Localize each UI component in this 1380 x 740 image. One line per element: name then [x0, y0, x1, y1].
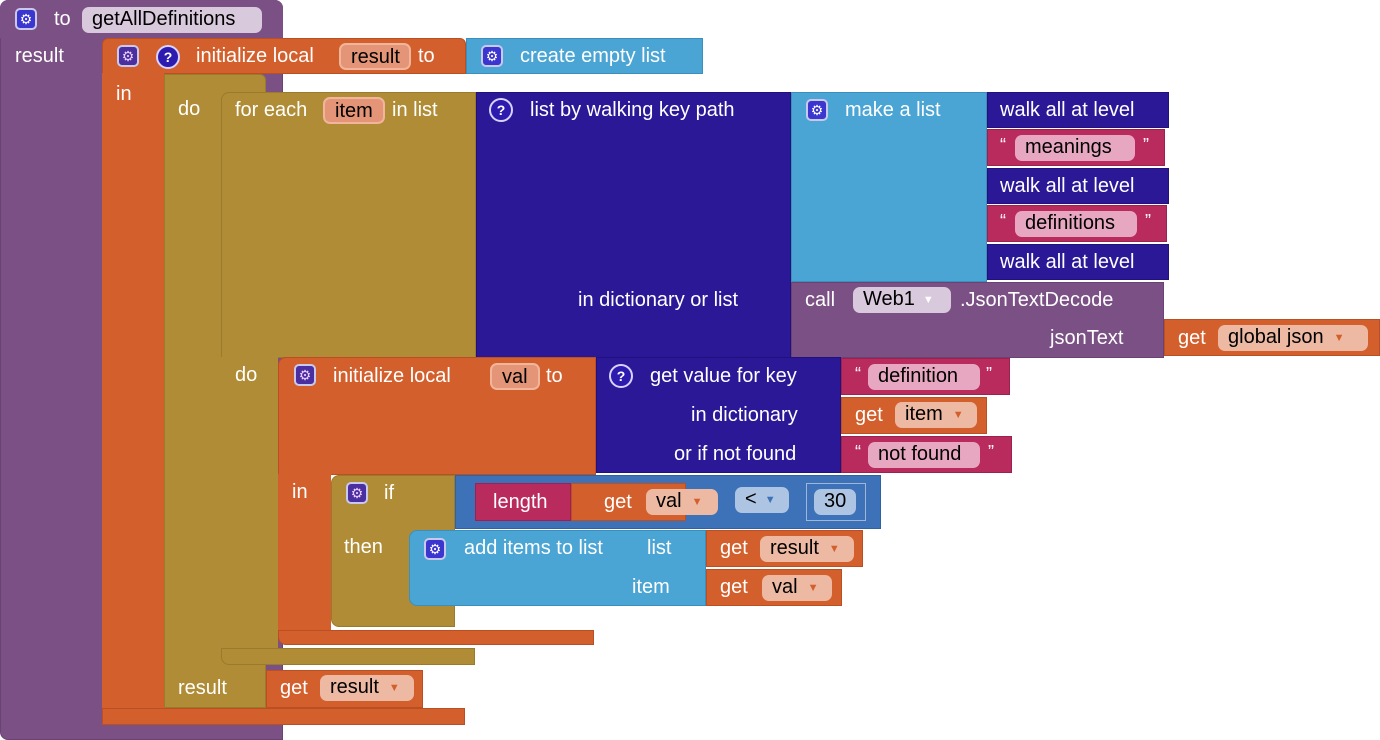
add-items-label: add items to list	[464, 537, 603, 559]
then-label: then	[344, 536, 383, 558]
make-a-list-label: make a list	[845, 99, 941, 121]
get-label: get	[280, 677, 308, 699]
gear-icon[interactable]: ⚙	[424, 538, 446, 560]
add-items-to-list-block[interactable]	[409, 530, 706, 606]
gear-icon[interactable]: ⚙	[346, 482, 368, 504]
get-item-dropdown[interactable]: item▼	[895, 402, 977, 428]
method-label: .JsonTextDecode	[960, 289, 1114, 311]
gear-icon[interactable]: ⚙	[294, 364, 316, 386]
close-quote: ”	[988, 442, 994, 462]
do-label: do	[235, 364, 258, 386]
number-field[interactable]: 30	[814, 489, 856, 515]
get-result-dropdown[interactable]: result▼	[760, 536, 854, 562]
to-label: to	[418, 45, 435, 67]
init-local-val-block[interactable]	[278, 357, 596, 475]
gear-icon[interactable]: ⚙	[15, 8, 37, 30]
open-quote: “	[855, 364, 861, 384]
get-label: get	[855, 404, 883, 426]
walk-key-path-label: list by walking key path	[530, 99, 735, 121]
close-quote: ”	[1145, 211, 1151, 231]
text-field-definition[interactable]: definition	[868, 364, 980, 390]
json-text-param-label: jsonText	[1050, 327, 1124, 349]
loop-var-item-field[interactable]: item	[323, 97, 385, 124]
call-label: call	[805, 289, 836, 311]
local-var-result-field[interactable]: result	[339, 43, 411, 70]
walk-all-at-level-label: walk all at level	[1000, 251, 1135, 273]
gear-icon[interactable]: ⚙	[806, 99, 828, 121]
open-quote: “	[1000, 211, 1006, 231]
dropdown-arrow-icon: ▼	[1333, 331, 1345, 344]
or-if-not-found-label: or if not found	[674, 443, 797, 465]
open-quote: “	[1000, 135, 1006, 155]
get-val-dropdown[interactable]: val▼	[762, 575, 832, 601]
get-label: get	[1178, 327, 1206, 349]
walk-all-at-level-label: walk all at level	[1000, 99, 1135, 121]
get-label: get	[604, 491, 632, 513]
get-result-dropdown[interactable]: result▼	[320, 675, 414, 701]
procedure-name-field[interactable]: getAllDefinitions	[82, 7, 262, 33]
gear-icon[interactable]: ⚙	[117, 45, 139, 67]
for-each-label: for each	[235, 99, 308, 121]
text-field-not-found[interactable]: not found	[868, 442, 980, 468]
help-icon[interactable]: ?	[156, 45, 180, 69]
item-param-label: item	[632, 576, 670, 598]
dropdown-arrow-icon: ▼	[388, 681, 400, 694]
dropdown-arrow-icon: ▼	[691, 495, 703, 508]
walk-all-at-level-block[interactable]	[987, 168, 1169, 204]
get-value-for-key-label: get value for key	[650, 365, 797, 387]
make-a-list-block[interactable]	[791, 92, 987, 282]
create-empty-list-block[interactable]	[466, 38, 703, 74]
close-quote: ”	[1143, 135, 1149, 155]
length-block[interactable]	[475, 483, 571, 521]
walk-all-at-level-block[interactable]	[987, 92, 1169, 128]
in-list-label: in list	[392, 99, 438, 121]
get-label: get	[720, 537, 748, 559]
dropdown-arrow-icon: ▼	[922, 293, 934, 306]
open-quote: “	[855, 442, 861, 462]
help-icon[interactable]: ?	[609, 364, 633, 388]
get-value-for-key-block[interactable]	[596, 357, 841, 473]
walk-all-at-level-label: walk all at level	[1000, 175, 1135, 197]
dropdown-arrow-icon: ▼	[764, 493, 776, 506]
dropdown-arrow-icon: ▼	[952, 408, 964, 421]
init-local-label: initialize local	[196, 45, 314, 67]
walk-key-path-block[interactable]	[476, 92, 791, 358]
gear-icon[interactable]: ⚙	[481, 45, 503, 67]
procedure-keyword: to	[54, 8, 71, 30]
in-dictionary-label: in dictionary	[691, 404, 798, 426]
text-field-meanings[interactable]: meanings	[1015, 135, 1135, 161]
close-quote: ”	[986, 364, 992, 384]
in-dictionary-or-list-label: in dictionary or list	[578, 289, 739, 311]
if-label: if	[384, 482, 394, 504]
walk-all-at-level-block[interactable]	[987, 244, 1169, 280]
length-label: length	[493, 491, 548, 513]
in-label: in	[292, 481, 308, 503]
get-label: get	[720, 576, 748, 598]
text-field-definitions[interactable]: definitions	[1015, 211, 1137, 237]
help-icon[interactable]: ?	[489, 98, 513, 122]
get-val-dropdown[interactable]: val▼	[646, 489, 718, 515]
component-dropdown[interactable]: Web1▼	[853, 287, 951, 313]
in-label: in	[116, 83, 132, 105]
to-label: to	[546, 365, 563, 387]
init-local-label: initialize local	[333, 365, 451, 387]
create-empty-list-label: create empty list	[520, 45, 666, 67]
do-label: do	[178, 98, 201, 120]
result-socket-label: result	[15, 45, 64, 67]
result-label: result	[178, 677, 227, 699]
operator-dropdown[interactable]: <▼	[735, 487, 789, 513]
dropdown-arrow-icon: ▼	[828, 542, 840, 555]
dropdown-arrow-icon: ▼	[807, 581, 819, 594]
get-global-json-dropdown[interactable]: global json▼	[1218, 325, 1368, 351]
list-param-label: list	[647, 537, 672, 559]
for-each-block[interactable]	[221, 92, 476, 358]
local-var-val-field[interactable]: val	[490, 363, 540, 390]
